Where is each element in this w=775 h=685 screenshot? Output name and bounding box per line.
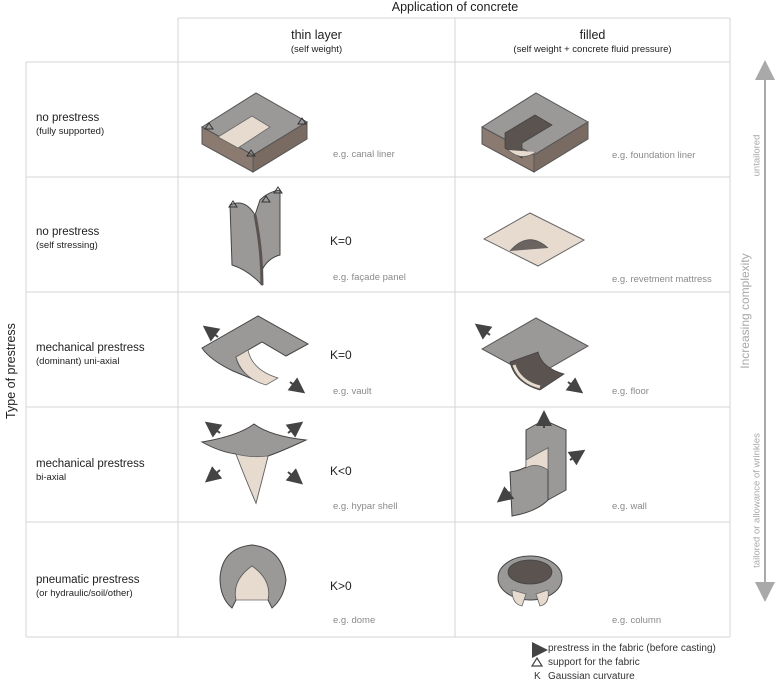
floor-illustration (474, 317, 590, 394)
curvature-value: K>0 (330, 579, 352, 593)
facade-panel-illustration (228, 186, 283, 287)
example-label: e.g. canal liner (333, 149, 395, 160)
curvature-value: K=0 (330, 348, 352, 362)
example-label: e.g. vault (333, 386, 372, 397)
foundation-liner-illustration (481, 92, 589, 173)
dome-illustration (219, 544, 287, 609)
column-header-thin-layer: thin layer (self weight) (178, 28, 455, 55)
curvature-value: K=0 (330, 234, 352, 248)
legend-k-symbol: K (534, 671, 541, 682)
row-label-3: mechanical prestress (dominant) uni-axia… (36, 342, 145, 368)
column-header-sub: (self weight) (290, 44, 343, 55)
row-label-main: no prestress (36, 226, 100, 238)
example-label: e.g. hypar shell (333, 501, 398, 512)
figure-title: Application of concrete (391, 0, 519, 14)
legend-curvature: Gaussian curvature (548, 671, 635, 682)
row-label-sub: (or hydraulic/soil/other) (36, 588, 133, 599)
row-label-1: no prestress (fully supported) (36, 112, 104, 138)
row-label-sub: (self stressing) (36, 240, 98, 251)
row-label-sub: (fully supported) (36, 126, 105, 137)
legend-prestress: prestress in the fabric (before casting) (548, 643, 716, 654)
column-header-main: thin layer (291, 28, 342, 42)
example-label: e.g. floor (612, 386, 649, 397)
row-label-sub: bi-axial (36, 472, 67, 483)
row-label-main: mechanical prestress (36, 342, 145, 354)
example-label: e.g. foundation liner (612, 150, 696, 161)
row-label-4: mechanical prestress bi-axial (36, 458, 145, 484)
hypar-shell-illustration (200, 421, 308, 505)
column-header-main: filled (579, 28, 606, 42)
row-label-main: no prestress (36, 112, 100, 124)
row-label-sub: (dominant) uni-axial (36, 356, 120, 367)
legend-support: support for the fabric (548, 657, 640, 668)
column-illustration (497, 555, 563, 607)
table-grid (25, 17, 731, 638)
legend-symbols (530, 642, 548, 667)
axis-label-middle: Increasing complexity (738, 253, 752, 369)
column-header-filled: filled (self weight + concrete fluid pre… (455, 28, 730, 55)
row-label-main: mechanical prestress (36, 458, 145, 470)
column-header-sub: (self weight + concrete fluid pressure) (513, 44, 672, 55)
row-label-5: pneumatic prestress (or hydraulic/soil/o… (36, 574, 140, 600)
row-label-main: pneumatic prestress (36, 574, 140, 586)
row-label-2: no prestress (self stressing) (36, 226, 99, 252)
example-label: e.g. wall (612, 501, 647, 512)
example-label: e.g. column (612, 615, 662, 626)
revetment-mattress-illustration (482, 212, 586, 267)
vault-illustration (201, 315, 310, 394)
example-label: e.g. revetment mattress (612, 274, 712, 285)
canal-liner-illustration (201, 92, 308, 173)
axis-label-bottom: tailored or allowance of wrinkles (751, 433, 763, 568)
side-title: Type of prestress (4, 323, 18, 419)
example-label: e.g. dome (333, 615, 376, 626)
axis-label-top: untailored (751, 134, 763, 177)
example-label: e.g. façade panel (333, 272, 406, 283)
wall-illustration (496, 410, 586, 517)
curvature-value: K<0 (330, 464, 352, 478)
